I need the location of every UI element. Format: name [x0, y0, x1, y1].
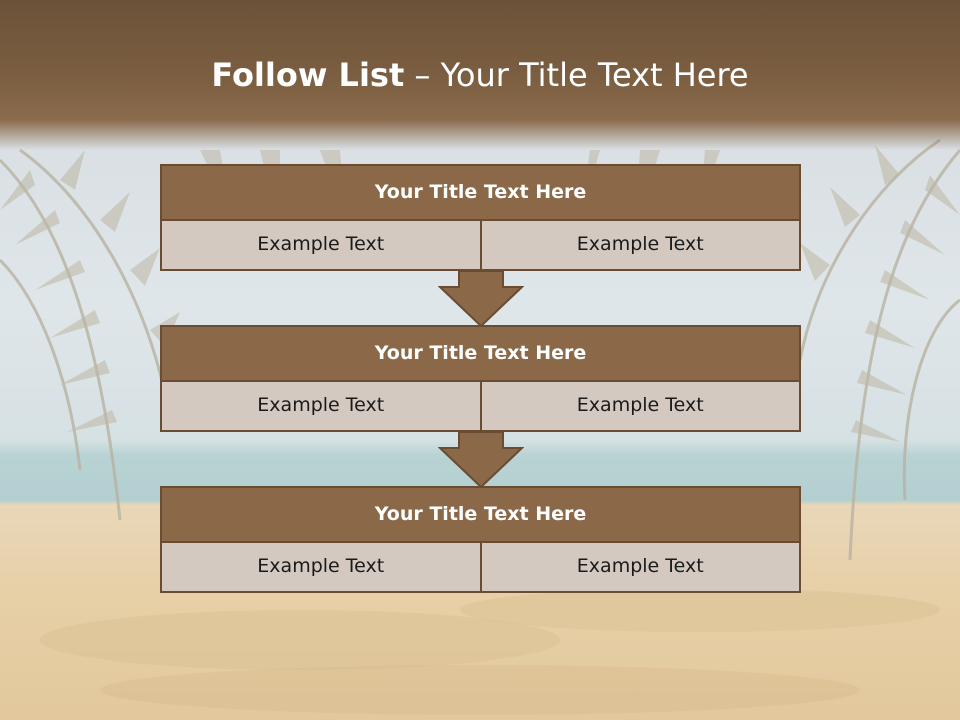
page-title: Follow List – Your Title Text Here: [0, 56, 960, 94]
title-bold: Follow List: [211, 56, 405, 94]
step-row: Example Text Example Text: [160, 543, 801, 593]
step-block-1: Your Title Text Here Example Text Exampl…: [160, 164, 801, 271]
step-cell-right: Example Text: [479, 221, 801, 271]
step-cell-left: Example Text: [160, 543, 482, 593]
step-row: Example Text Example Text: [160, 221, 801, 271]
step-title: Your Title Text Here: [160, 325, 801, 382]
down-arrow-icon: [438, 431, 524, 489]
step-cell-right: Example Text: [479, 382, 801, 432]
step-block-3: Your Title Text Here Example Text Exampl…: [160, 486, 801, 593]
down-arrow-icon: [438, 270, 524, 328]
step-block-2: Your Title Text Here Example Text Exampl…: [160, 325, 801, 432]
step-cell-right: Example Text: [479, 543, 801, 593]
title-rest: – Your Title Text Here: [404, 56, 749, 94]
step-title: Your Title Text Here: [160, 486, 801, 543]
step-row: Example Text Example Text: [160, 382, 801, 432]
step-title: Your Title Text Here: [160, 164, 801, 221]
header-band: [0, 0, 960, 150]
step-cell-left: Example Text: [160, 221, 482, 271]
step-cell-left: Example Text: [160, 382, 482, 432]
